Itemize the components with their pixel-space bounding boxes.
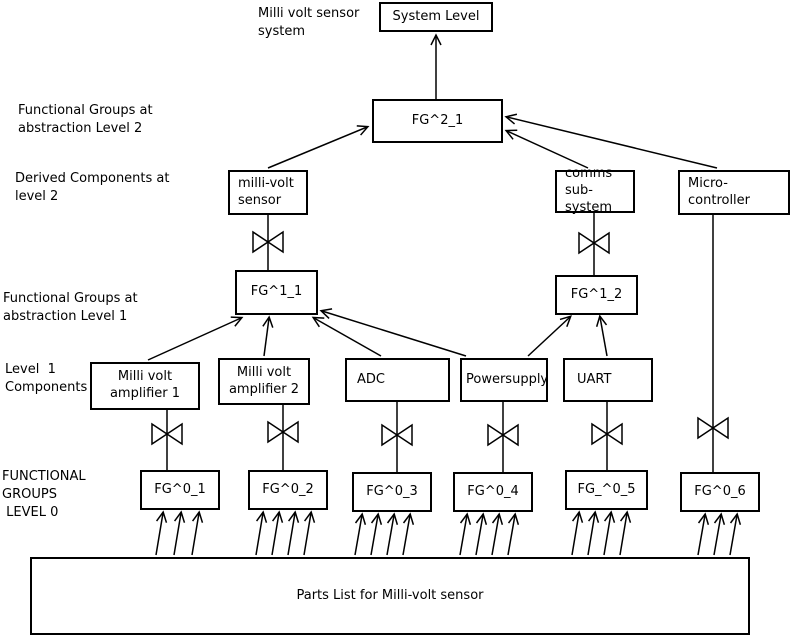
parts-arrow	[459, 512, 472, 556]
parts-arrow	[603, 510, 616, 556]
node-millivolt-sensor: milli-volt sensor	[228, 170, 308, 215]
node-uart: UART	[563, 358, 653, 402]
parts-arrow	[729, 512, 742, 556]
parts-arrow	[491, 512, 504, 556]
node-powersupply: Powersupply	[460, 358, 548, 402]
label-derived-components-l2: Derived Components at level 2	[15, 171, 170, 204]
parts-arrow	[173, 510, 186, 556]
edge-adc-to-fg1_1	[311, 316, 382, 357]
parts-arrow	[475, 512, 488, 556]
edge-amp1-to-fg1_1	[147, 316, 244, 361]
label-system-title: Milli volt sensor system	[258, 6, 360, 39]
parts-arrow	[619, 510, 632, 556]
edge-uart-to-fg1_2	[595, 314, 608, 357]
node-fg0-5: FG_^0_5	[565, 470, 648, 510]
node-parts-list: Parts List for Milli-volt sensor	[30, 557, 750, 635]
parts-arrow	[402, 512, 415, 556]
parts-arrow	[191, 510, 204, 556]
node-fg1-1: FG^1_1	[235, 270, 318, 315]
label-level1-components: Level 1 Components	[5, 362, 88, 395]
edge-sensor-to-fg2_1	[267, 125, 370, 169]
parts-arrow	[571, 510, 584, 556]
parts-arrow	[587, 510, 600, 556]
node-fg0-2: FG^0_2	[248, 470, 328, 510]
node-system-level: System Level	[379, 2, 493, 32]
label-functional-groups-l0: FUNCTIONAL GROUPS LEVEL 0	[2, 469, 86, 520]
parts-arrow	[255, 510, 268, 556]
parts-arrow	[155, 510, 168, 556]
node-fg0-1: FG^0_1	[140, 470, 220, 510]
node-comms-subsystem: comms sub-system	[555, 166, 635, 215]
node-fg2-1: FG^2_1	[372, 99, 503, 143]
parts-arrow	[713, 512, 726, 556]
node-microcontroller: Micro- controller	[678, 170, 790, 215]
parts-arrow	[697, 512, 710, 556]
node-fg0-3: FG^0_3	[352, 472, 432, 512]
parts-arrow	[354, 512, 367, 556]
parts-arrow	[287, 510, 300, 556]
edge-powersupply-to-fg1_2	[527, 315, 572, 357]
node-fg1-2: FG^1_2	[555, 275, 638, 315]
label-functional-groups-l2: Functional Groups at abstraction Level 2	[18, 103, 153, 136]
edge-amp2-to-fg1_1	[262, 315, 274, 357]
edge-micro-to-fg2_1	[504, 113, 718, 169]
parts-arrow	[271, 510, 284, 556]
parts-arrow	[507, 512, 520, 556]
node-amplifier1: Milli volt amplifier 1	[90, 362, 200, 410]
node-adc: ADC	[345, 358, 450, 402]
node-fg0-6: FG^0_6	[680, 472, 760, 512]
node-amplifier2: Milli volt amplifier 2	[218, 358, 310, 405]
parts-arrow	[303, 510, 316, 556]
edge-comms-to-fg2_1	[504, 129, 589, 169]
parts-arrow	[370, 512, 383, 556]
node-fg0-4: FG^0_4	[453, 472, 533, 512]
edge-powersupply-to-fg1_1	[319, 308, 467, 357]
label-functional-groups-l1: Functional Groups at abstraction Level 1	[3, 291, 138, 324]
parts-arrow	[386, 512, 399, 556]
bowties	[151, 231, 729, 446]
edges	[147, 33, 742, 556]
